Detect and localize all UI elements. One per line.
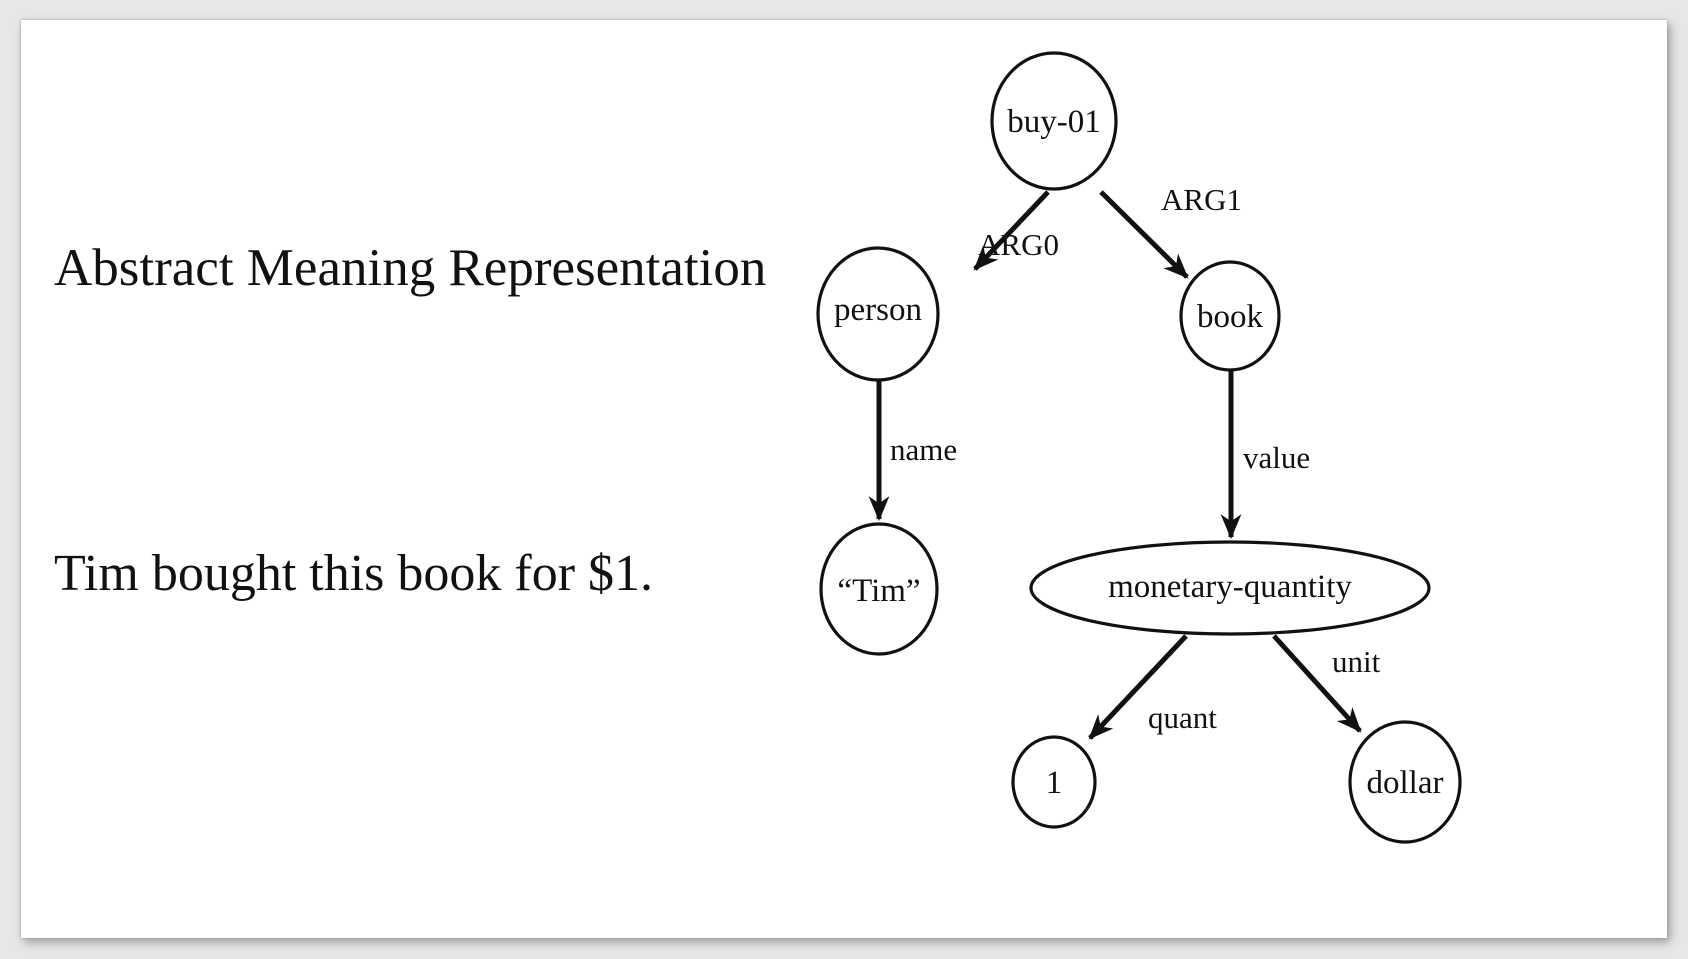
node-label-one: 1 [1046,765,1063,801]
node-label-book: book [1197,299,1264,335]
slide: Abstract Meaning Representation Tim boug… [21,20,1667,938]
slide-heading: Abstract Meaning Representation [54,239,767,297]
node-tim [819,522,939,656]
amr-graph: ARG0 ARG1 name value quant unit buy-01 p… [816,51,1462,844]
edge-unit [1272,634,1362,733]
node-label-monetary-quantity: monetary-quantity [1108,569,1352,605]
edge-arg1 [1099,190,1189,279]
edge-label-value: value [1243,440,1310,475]
edge-label-name: name [890,432,957,467]
node-one [1011,735,1097,829]
edge-label-unit: unit [1332,644,1381,679]
edge-quant [1088,634,1188,740]
edge-arg0 [973,190,1050,271]
edge-label-arg1: ARG1 [1161,182,1242,217]
node-dollar [1348,720,1462,844]
node-book [1179,260,1281,372]
edge-label-quant: quant [1148,700,1217,735]
node-label-buy-01: buy-01 [1007,104,1101,140]
node-label-tim: “Tim” [837,573,920,609]
node-person [816,246,940,382]
edge-label-arg0: ARG0 [978,227,1059,262]
node-label-person: person [834,292,922,328]
node-label-dollar: dollar [1367,765,1444,801]
example-sentence: Tim bought this book for $1. [54,545,654,602]
node-buy-01 [990,51,1118,191]
node-monetary-quantity [1029,540,1431,636]
